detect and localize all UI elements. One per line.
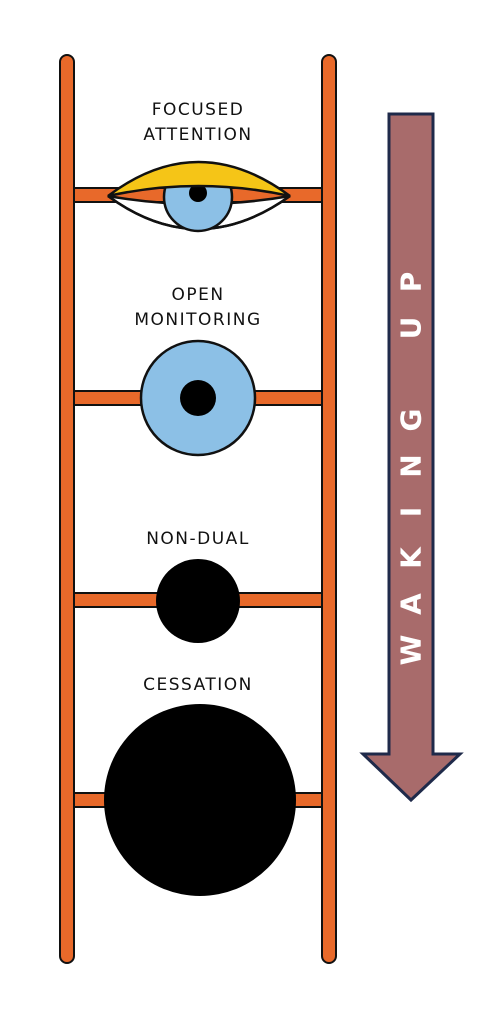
dot-icon	[156, 559, 240, 643]
arrow-label: WA K I NG U P	[395, 272, 428, 666]
arrow-label-letter: I	[395, 507, 428, 517]
stage-label-open-monitoring-line2: MONITORING	[134, 310, 261, 330]
arrow-label-letter: U	[395, 317, 428, 340]
disc-icon	[104, 704, 296, 896]
arrow-label-letter: A	[395, 593, 428, 615]
arrow-label-letter: W	[395, 634, 428, 665]
ladder-rail-right	[321, 54, 337, 964]
stage-label-cessation: CESSATION	[143, 675, 253, 695]
arrow-label-letter: G	[395, 409, 428, 432]
stage-label-open-monitoring-line1: OPEN	[171, 285, 224, 305]
stage-label-focused-attention-line1: FOCUSED	[152, 100, 245, 120]
iris-icon	[139, 339, 257, 457]
stage-label-focused-attention-line2: ATTENTION	[143, 125, 252, 145]
arrow-label-letter: P	[395, 272, 428, 293]
eye-icon	[107, 160, 291, 233]
arrow-shape	[359, 112, 464, 803]
ladder-rail-left	[59, 54, 75, 964]
arrow-label-letter: N	[395, 454, 428, 477]
waking-up-arrow: WA K I NG U P	[359, 112, 464, 803]
stage-label-non-dual: NON-DUAL	[146, 529, 250, 549]
arrow-label-letter: K	[395, 546, 428, 569]
